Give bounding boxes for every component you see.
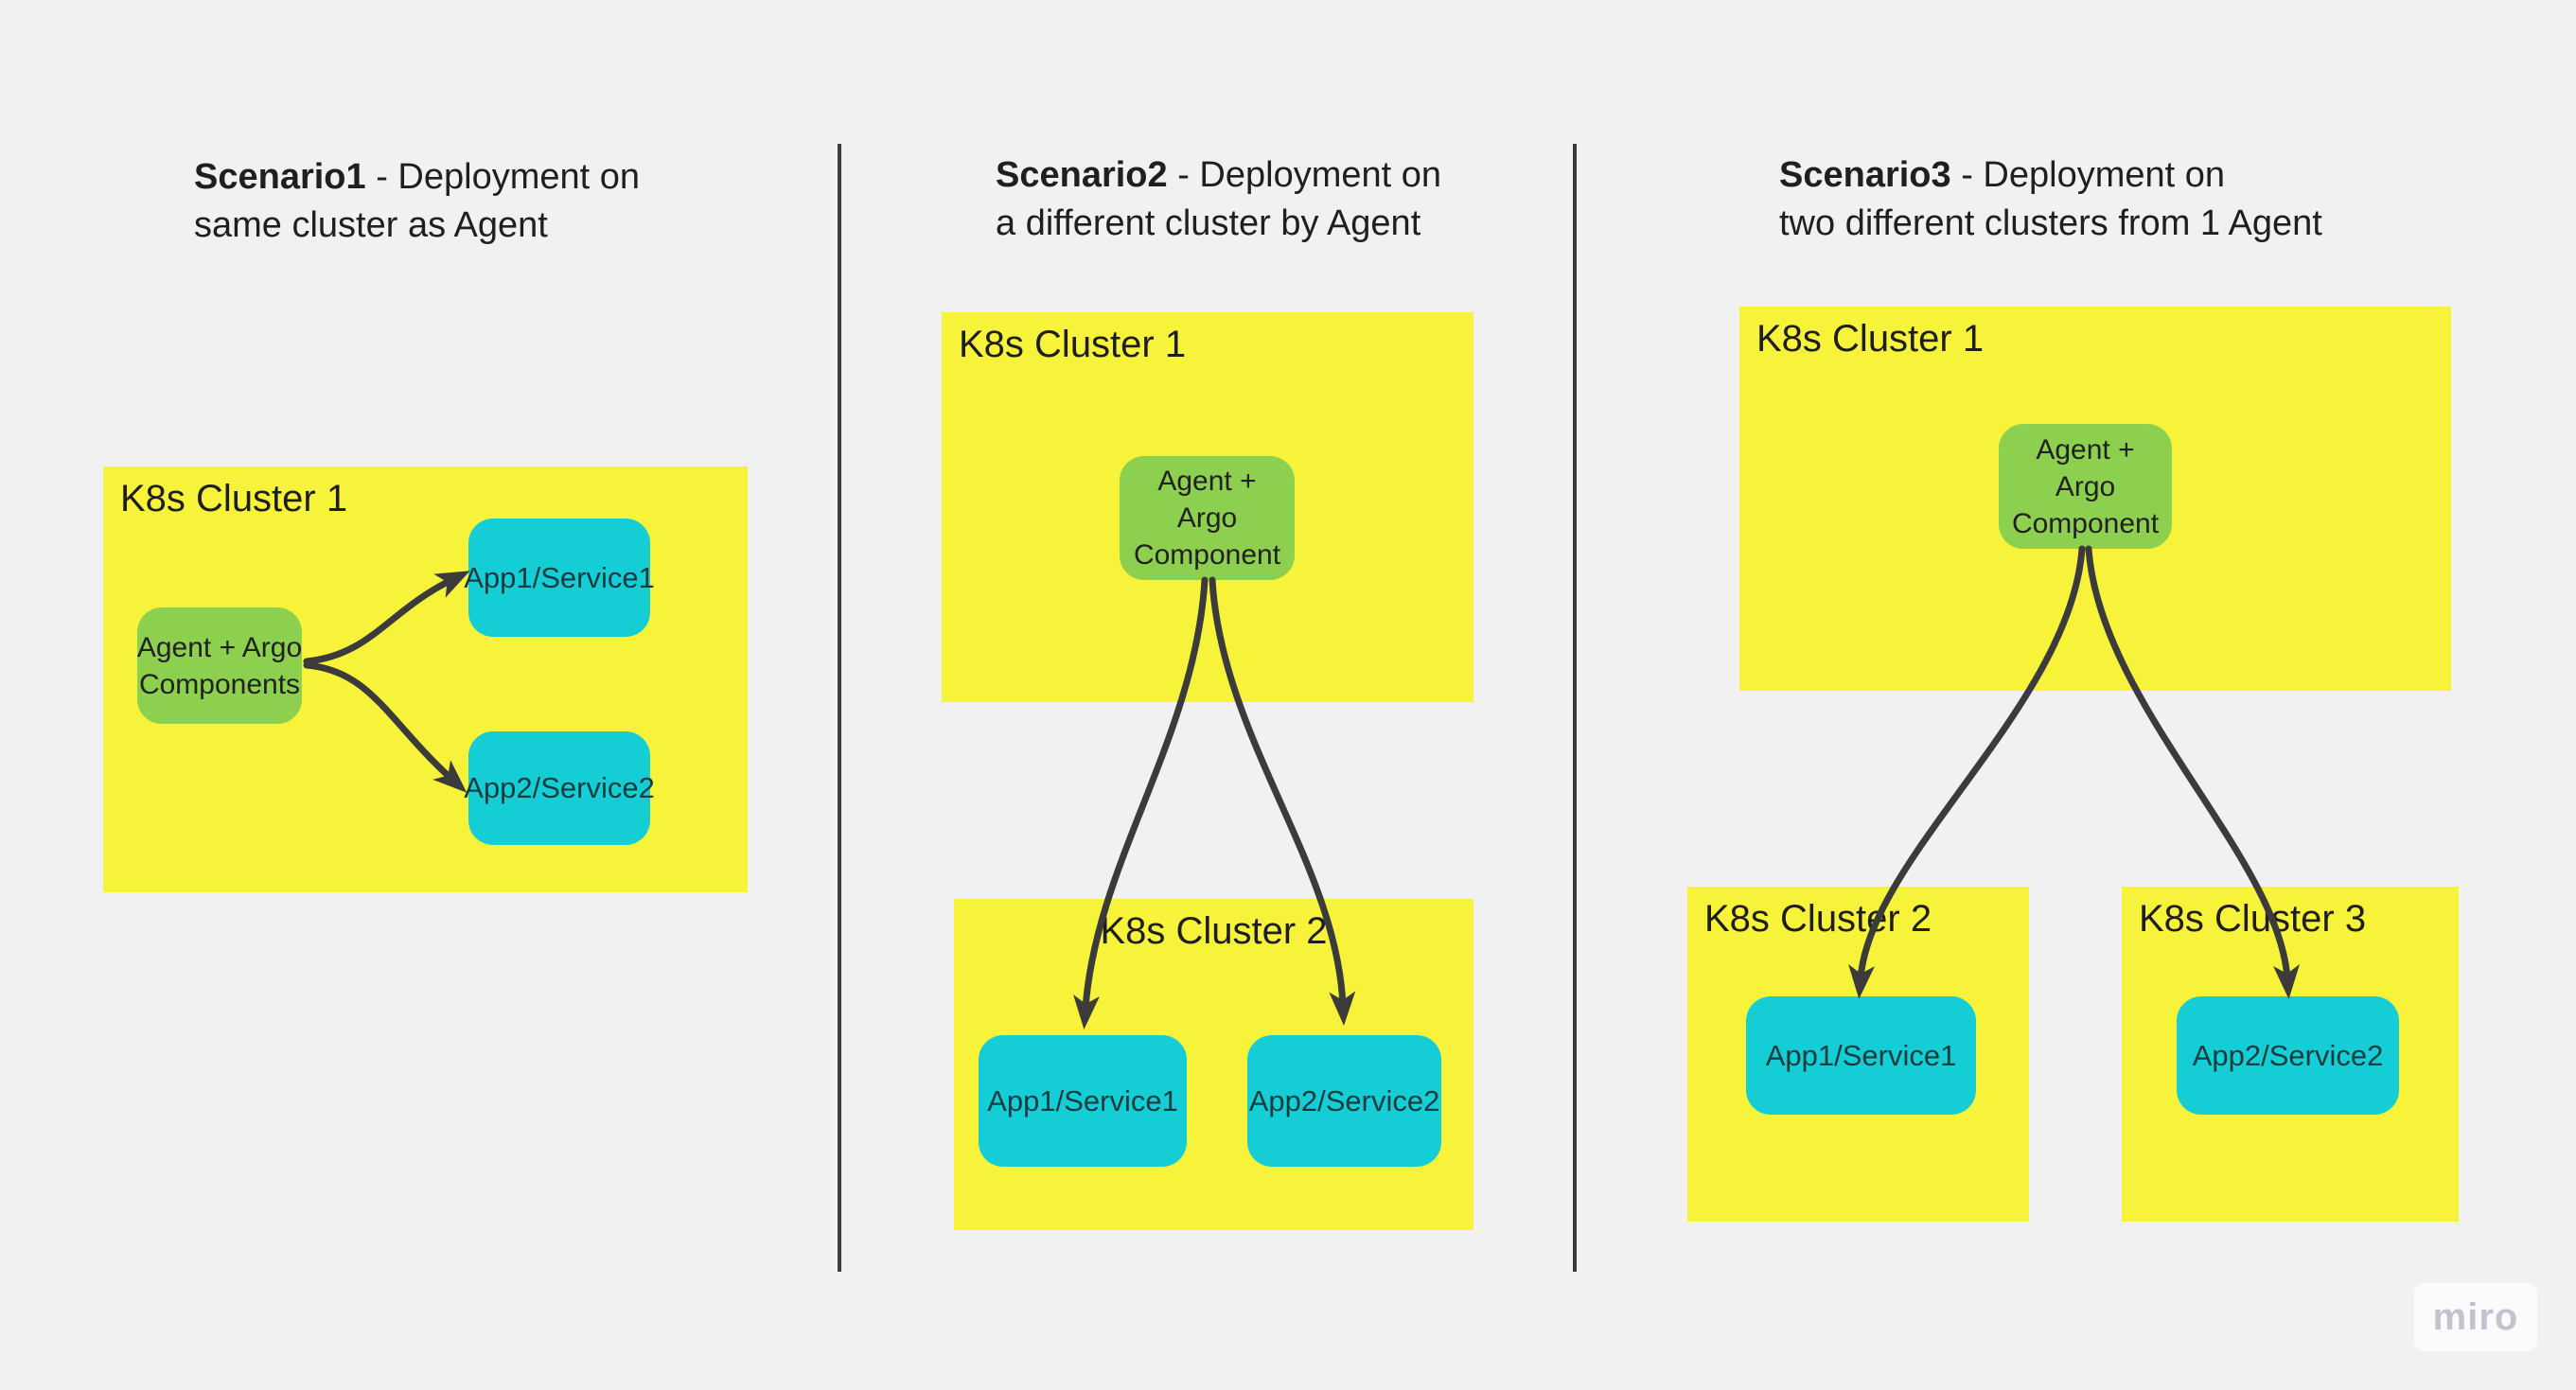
scenario2-cluster2-label: K8s Cluster 2 xyxy=(1100,910,1328,952)
scenario2-app1-node[interactable]: App1/Service1 xyxy=(979,1035,1187,1167)
scenario3-title-line1: Scenario3 - Deployment on xyxy=(1779,151,2322,200)
miro-watermark-label: miro xyxy=(2432,1295,2519,1338)
scenario1-app1-node[interactable]: App1/Service1 xyxy=(464,519,655,637)
scenario2-title-line1: Scenario2 - Deployment on xyxy=(996,151,1441,200)
scenario2-title-rest: - Deployment on xyxy=(1167,155,1442,195)
scenario1-title-line2: same cluster as Agent xyxy=(194,205,548,245)
scenario2-agent-node[interactable]: Agent + Argo Component xyxy=(1120,456,1295,580)
scenario2-agent-label-line3: Component xyxy=(1133,539,1281,571)
scenario3-title-line2: two different clusters from 1 Agent xyxy=(1779,203,2322,243)
scenario1-app2-label: App2/Service2 xyxy=(464,771,655,804)
scenario3-cluster3-label: K8s Cluster 3 xyxy=(2139,898,2367,940)
scenario1-agent-label-line1: Agent + Argo xyxy=(136,631,303,663)
scenario3-cluster1-label: K8s Cluster 1 xyxy=(1756,318,1985,360)
divider-line-1[interactable] xyxy=(838,144,841,1272)
scenario1-app2-node[interactable]: App2/Service2 xyxy=(464,731,655,845)
scenario3-app1-label: App1/Service1 xyxy=(1765,1038,1957,1072)
scenario1-title-bold: Scenario1 xyxy=(194,157,366,197)
scenario2-agent-label-line2: Argo xyxy=(1176,502,1238,534)
scenario2-app2-node[interactable]: App2/Service2 xyxy=(1247,1035,1441,1167)
scenario3-agent-label-line2: Argo xyxy=(2055,470,2116,502)
scenario2-agent-label-line1: Agent + xyxy=(1157,466,1257,497)
scenario3-agent-label-line3: Component xyxy=(2011,507,2160,539)
scenario3-app2-node[interactable]: App2/Service2 xyxy=(2177,996,2399,1115)
scenario1-cluster1-label: K8s Cluster 1 xyxy=(120,478,348,519)
scenario3-app2-label: App2/Service2 xyxy=(2192,1038,2384,1072)
scenario1-title-rest: - Deployment on xyxy=(365,157,641,197)
scenario1-agent-label-line2: Components xyxy=(138,668,301,700)
scenario2-app2-label: App2/Service2 xyxy=(1248,1083,1440,1117)
scenario3-agent-node[interactable]: Agent + Argo Component xyxy=(1999,424,2172,549)
scenario3-title-rest: - Deployment on xyxy=(1950,155,2226,195)
miro-watermark: miro xyxy=(2414,1283,2537,1351)
scenario3-app1-node[interactable]: App1/Service1 xyxy=(1746,996,1976,1115)
scenario2-title[interactable]: Scenario2 - Deployment on a different cl… xyxy=(996,151,1441,248)
scenario3-title-bold: Scenario3 xyxy=(1779,155,1951,195)
scenario1-title-line1: Scenario1 - Deployment on xyxy=(194,153,640,202)
divider-line-2[interactable] xyxy=(1573,144,1577,1272)
scenario3-agent-label-line1: Agent + xyxy=(2036,433,2135,466)
scenario3-cluster2-label: K8s Cluster 2 xyxy=(1704,898,1932,940)
scenario2-app1-label: App1/Service1 xyxy=(987,1083,1178,1117)
scenario2-cluster1-label: K8s Cluster 1 xyxy=(959,324,1187,365)
scenario1-app1-label: App1/Service1 xyxy=(464,560,655,594)
scenario1-title[interactable]: Scenario1 - Deployment on same cluster a… xyxy=(194,153,640,250)
scenario1-agent-node[interactable]: Agent + Argo Components xyxy=(137,607,302,724)
scenario2-title-line2: a different cluster by Agent xyxy=(996,203,1421,243)
scenario3-title[interactable]: Scenario3 - Deployment on two different … xyxy=(1779,151,2322,248)
scenario2-title-bold: Scenario2 xyxy=(996,155,1168,195)
